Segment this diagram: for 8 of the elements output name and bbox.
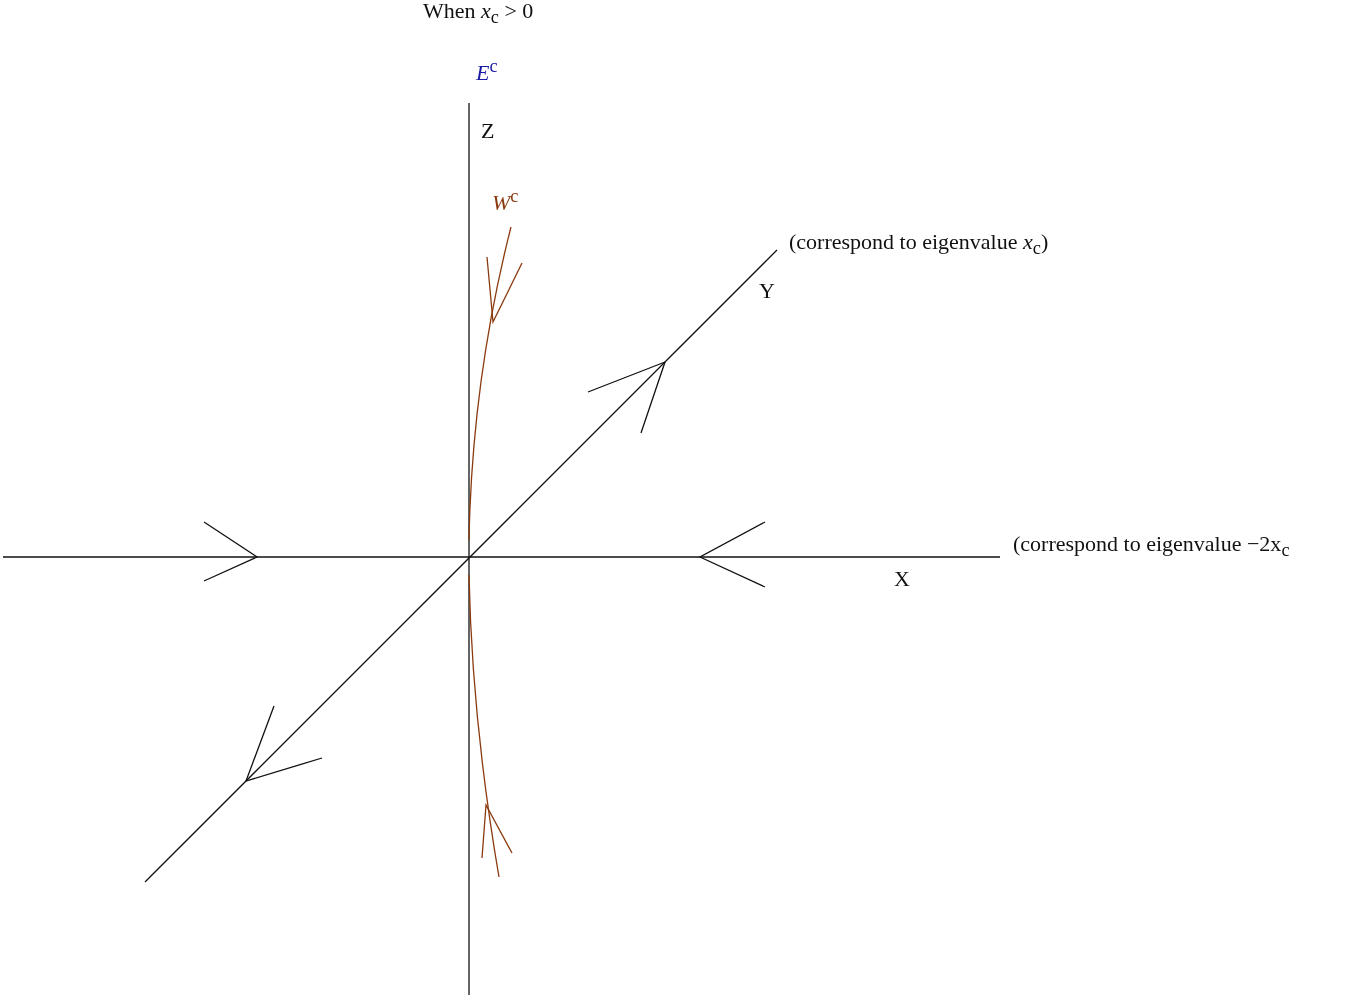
- manifold-label: W$^{c}$: [492, 186, 519, 217]
- axis-label: Z: [481, 118, 495, 145]
- axis-note: (correspond to eigenvalue x$_{c}$): [789, 229, 1049, 261]
- axis-label: X: [894, 566, 910, 593]
- axis-label: Y: [759, 278, 775, 305]
- title: When x$_{c}$ > 0: [423, 0, 534, 30]
- axis-note: (correspond to eigenvalue −2x$_{c}$: [1013, 531, 1290, 563]
- subspace-label: E$^{c}$: [476, 56, 498, 87]
